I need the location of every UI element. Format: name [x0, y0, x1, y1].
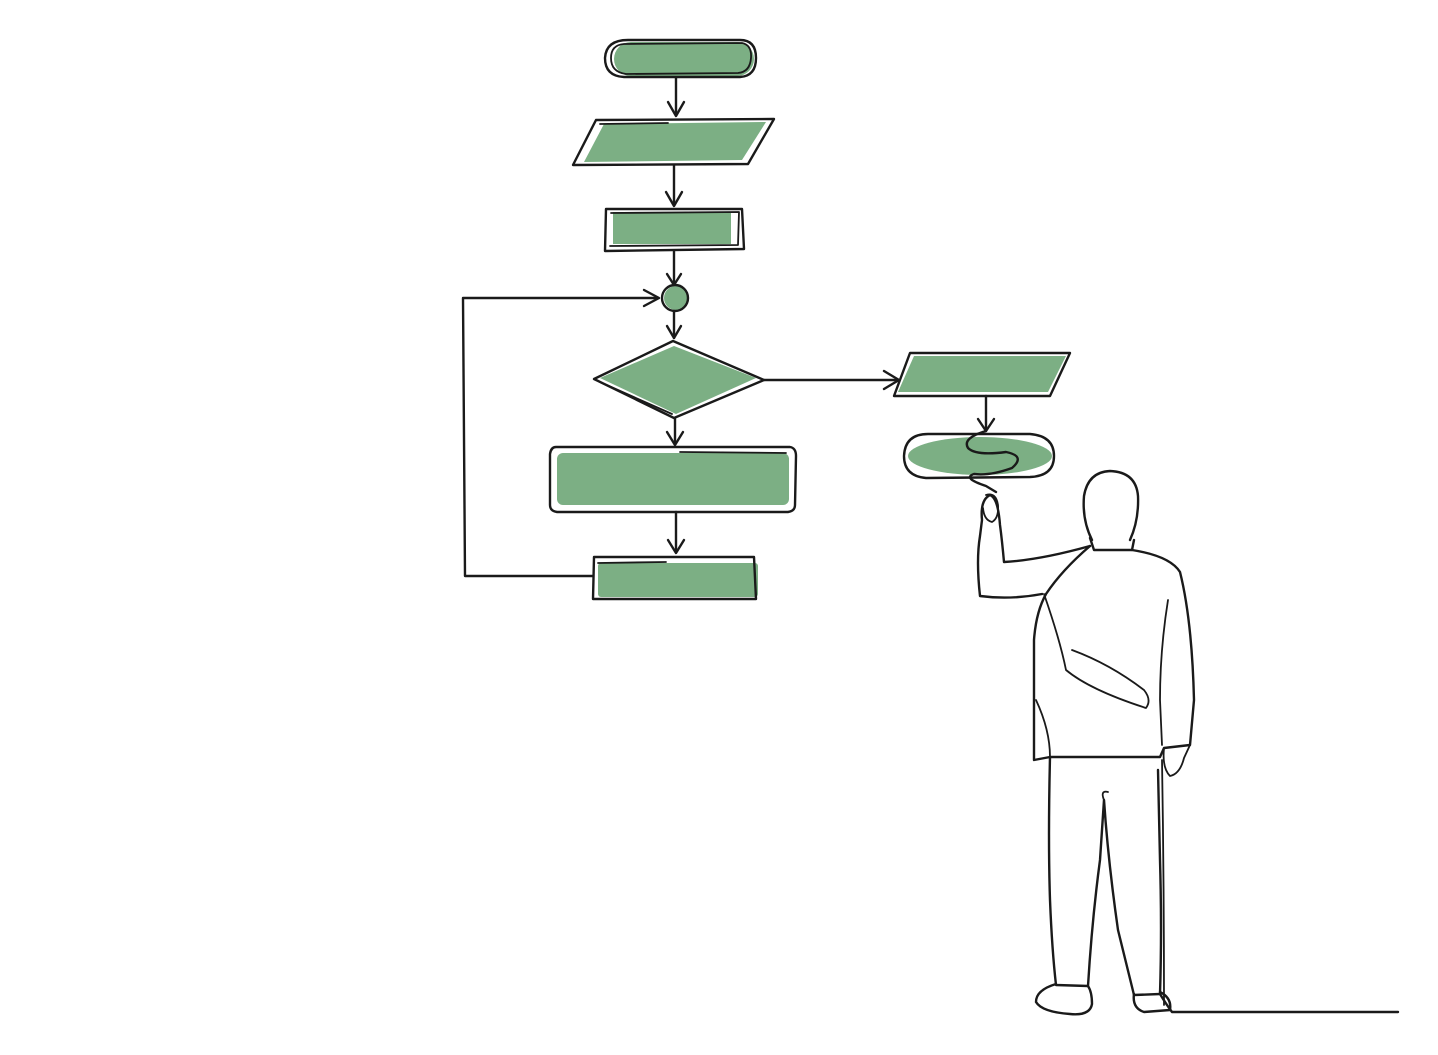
right-shoe-outline	[1132, 990, 1172, 1014]
left-shoe-outline	[1034, 982, 1094, 1016]
input-parallelogram	[571, 117, 776, 167]
raised-arm-outline	[976, 493, 1092, 599]
start-terminator	[603, 38, 758, 79]
edge-input-to-process-1	[664, 163, 684, 208]
edge-output-to-end	[976, 394, 996, 433]
process-1-rectangle	[603, 207, 746, 253]
edge-process-2-to-process-3	[666, 510, 686, 555]
process-2-rectangle	[548, 445, 798, 514]
drawn-squiggle	[965, 429, 1019, 494]
process-3-rectangle	[591, 555, 758, 601]
jacket-fold-line	[1043, 593, 1150, 709]
decision-diamond	[592, 339, 766, 420]
ground-line	[1158, 992, 1400, 1014]
jacket-side-line	[1159, 599, 1169, 746]
end-terminator	[902, 432, 1056, 480]
edge-process-3-loop-to-connector	[461, 288, 661, 578]
lowered-hand-outline	[1162, 744, 1191, 777]
trouser-crease-line	[1101, 790, 1109, 801]
support-line	[1161, 759, 1165, 1006]
trousers-outline	[1047, 755, 1163, 997]
edge-process-1-to-connector	[665, 249, 683, 287]
edge-connector-to-decision	[665, 309, 683, 340]
connector-circle	[660, 283, 690, 313]
edge-decision-to-output	[762, 369, 901, 391]
jacket-outline	[1032, 544, 1196, 762]
output-parallelogram	[892, 351, 1072, 398]
head-outline	[1082, 469, 1140, 542]
collar-outline	[1088, 536, 1136, 552]
edge-decision-to-process-2	[665, 416, 685, 447]
businessman-figure	[976, 469, 1400, 1016]
jacket-hem-line	[1035, 699, 1051, 758]
hand-finger-outline	[982, 493, 1000, 523]
edge-start-to-input	[666, 76, 686, 118]
